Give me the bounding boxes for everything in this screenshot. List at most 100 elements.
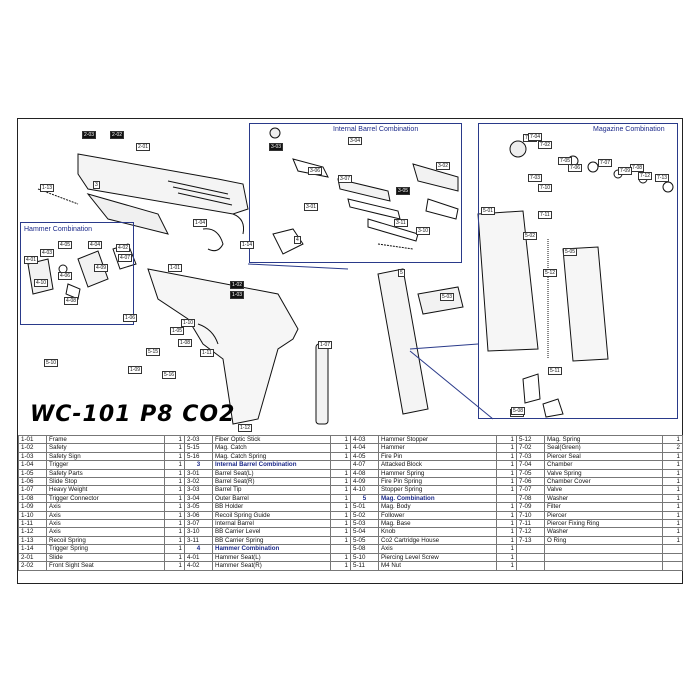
callout-label: 1-13	[40, 184, 55, 192]
callout-label: 4-03	[40, 249, 55, 257]
part-number: 5-12	[516, 434, 545, 445]
callout-label: 4-06	[58, 272, 73, 280]
part-qty: 1	[496, 510, 517, 521]
part-qty: 1	[496, 527, 517, 537]
callout-label: 7-05	[558, 157, 573, 165]
part-name: Axis	[46, 502, 165, 512]
part-qty	[496, 493, 517, 504]
part-name: Attacked Block	[378, 460, 497, 470]
part-name: Chamber	[544, 460, 663, 470]
part-number: 4-03	[350, 434, 379, 445]
callout-label: 4-07	[118, 254, 133, 262]
part-number: 4-08	[350, 468, 379, 479]
part-name: Hammer Spring	[378, 468, 497, 479]
part-name: BB Holder	[212, 502, 331, 512]
callout-label: 5	[398, 269, 405, 277]
part-number: 7-06	[516, 477, 545, 487]
part-number: 3-02	[184, 477, 213, 487]
part-name: M4 Nut	[378, 561, 497, 571]
exploded-view-sheet: Internal Barrel Combination Hammer Combi…	[17, 118, 683, 584]
callout-label: 1-01	[168, 264, 183, 272]
part-qty: 1	[164, 552, 185, 563]
part-qty: 1	[164, 502, 185, 512]
part-name: Hammer Seat(L)	[212, 552, 331, 563]
part-qty: 1	[164, 527, 185, 537]
part-name: Stopper Spring	[378, 485, 497, 495]
callout-label: 1-03	[230, 291, 245, 299]
magazine-combination-title: Magazine Combination	[593, 126, 665, 133]
part-number: 1-03	[18, 451, 47, 462]
part-qty: 1	[496, 544, 517, 554]
part-qty: 1	[330, 552, 351, 563]
callout-label: 5-05	[563, 248, 578, 256]
part-qty: 1	[330, 434, 351, 445]
part-qty: 1	[164, 519, 185, 529]
internal-barrel-parts-drawing	[269, 127, 459, 250]
part-name: Hammer Combination	[212, 544, 331, 554]
part-name: Washer	[544, 527, 663, 537]
part-number: 1-05	[18, 468, 47, 479]
part-qty: 1	[662, 477, 683, 487]
callout-label: 1-14	[240, 241, 255, 249]
part-name: Slide Stop	[46, 477, 165, 487]
callout-label: 3-04	[348, 137, 363, 145]
part-qty: 1	[496, 502, 517, 512]
part-qty: 1	[164, 460, 185, 470]
part-number: 3-07	[184, 519, 213, 529]
callout-label: 7-07	[598, 159, 613, 167]
callout-label: 3-03	[269, 143, 284, 151]
callout-label: 3-11	[394, 219, 408, 227]
part-number: 3-04	[184, 493, 213, 504]
callout-label: 4	[294, 236, 301, 244]
part-name: Heavy Weight	[46, 485, 165, 495]
callout-label: 5-15	[146, 348, 161, 356]
part-name: O Ring	[544, 535, 663, 546]
part-qty: 1	[496, 519, 517, 529]
callout-label: 1-02	[230, 281, 245, 289]
callout-label: 4-04	[88, 241, 103, 249]
part-qty: 1	[164, 561, 185, 571]
part-name: Trigger	[46, 460, 165, 470]
part-number: 7-09	[516, 502, 545, 512]
part-qty	[330, 544, 351, 554]
part-qty: 1	[164, 485, 185, 495]
part-name: Piercer	[544, 510, 663, 521]
part-qty: 1	[662, 451, 683, 462]
part-number: 7-13	[516, 535, 545, 546]
part-name	[544, 552, 663, 563]
part-number: 1-11	[18, 519, 47, 529]
callout-label: 1-09	[128, 366, 143, 374]
part-qty: 1	[496, 434, 517, 445]
callout-label: 5-03	[440, 293, 455, 301]
part-number: 7-12	[516, 527, 545, 537]
callout-label: 1-11	[200, 349, 214, 357]
part-qty: 1	[164, 544, 185, 554]
part-number: 1-01	[18, 434, 47, 445]
part-number: 1-14	[18, 544, 47, 554]
part-qty: 1	[496, 451, 517, 462]
part-number: 3-11	[184, 535, 213, 546]
part-name: Washer	[544, 493, 663, 504]
callout-label: 5-08	[511, 407, 526, 415]
callout-label: 3	[93, 181, 100, 189]
part-number: 5-03	[350, 519, 379, 529]
callout-label: 7-13	[655, 174, 670, 182]
part-name: Axis	[46, 527, 165, 537]
part-name: Fiber Optic Stick	[212, 434, 331, 445]
part-qty: 1	[662, 434, 683, 445]
part-name: Mag. Catch Spring	[212, 451, 331, 462]
part-number: 5-10	[350, 552, 379, 563]
part-qty: 1	[662, 468, 683, 479]
part-name: Valve	[544, 485, 663, 495]
part-name: Piercing Level Screw	[378, 552, 497, 563]
callout-label: 7-02	[538, 141, 553, 149]
part-qty	[330, 460, 351, 470]
part-number: 5	[350, 493, 379, 504]
callout-label: 1-10	[181, 319, 196, 327]
part-number: 5-16	[184, 451, 213, 462]
callout-label: 4-09	[94, 264, 109, 272]
callout-label: 3-02	[436, 162, 451, 170]
